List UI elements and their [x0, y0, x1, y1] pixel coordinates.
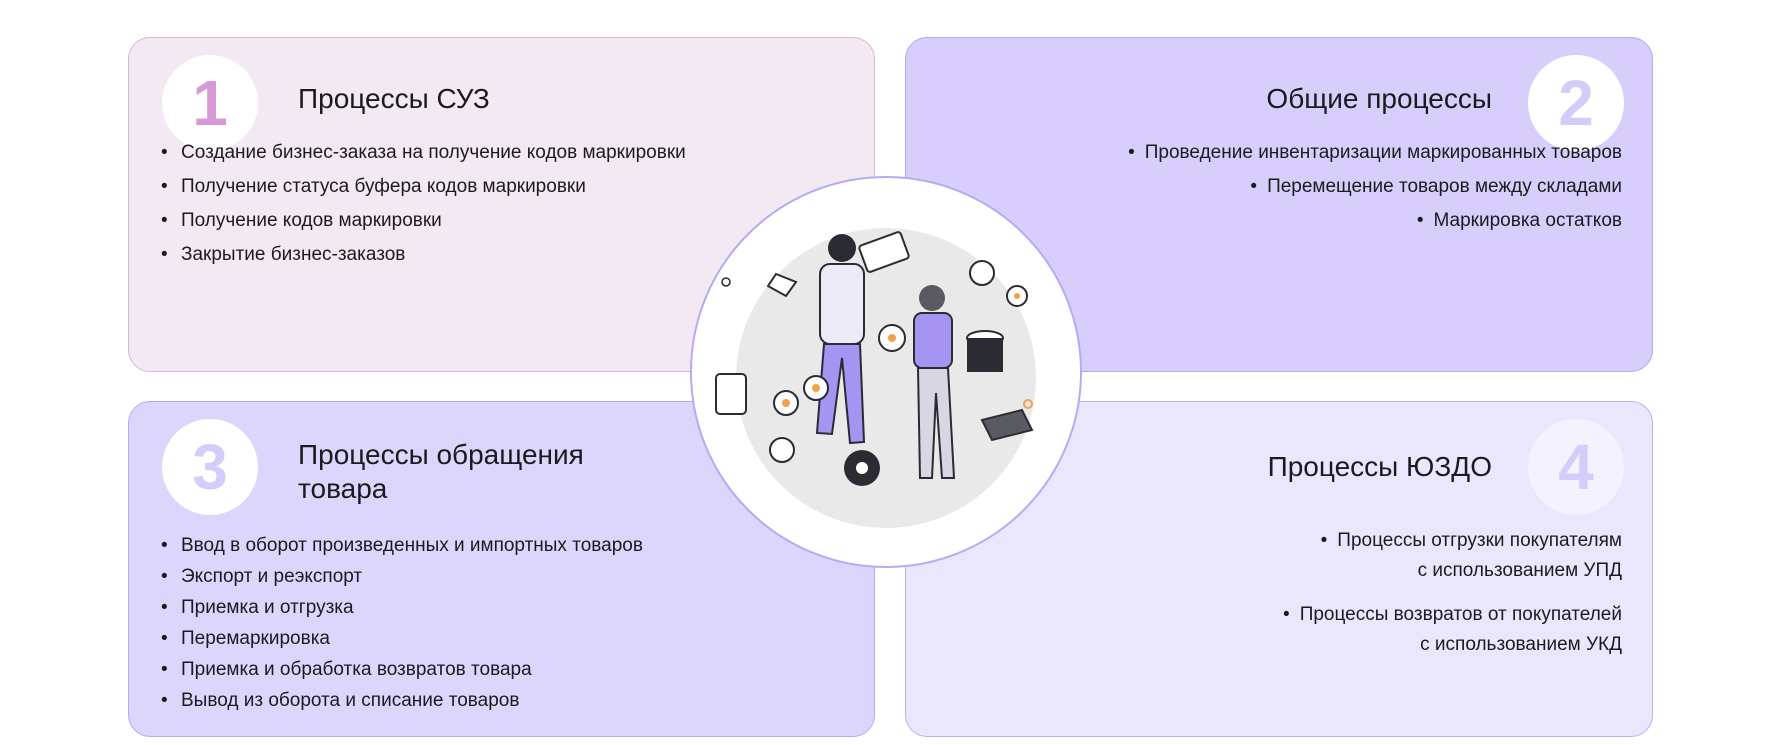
title-line: Процессы обращения: [298, 439, 584, 470]
process-list: Процессы отгрузки покупателям с использов…: [1283, 526, 1622, 660]
number-badge: 1: [162, 55, 258, 151]
list-item: Ввод в оборот произведенных и импортных …: [161, 530, 643, 561]
number-text: 4: [1558, 431, 1594, 503]
quadrant-title: Общие процессы: [1266, 83, 1492, 114]
quadrant-suz: 1 Процессы СУЗ Создание бизнес-заказа на…: [128, 37, 875, 372]
title-line: товара: [298, 473, 388, 504]
people-network-illustration: [715, 228, 1036, 528]
center-illustration: [690, 176, 1082, 568]
number-badge: 3: [162, 419, 258, 515]
number-badge: 2: [1528, 55, 1624, 151]
quadrant-title: Процессы СУЗ: [298, 83, 490, 114]
list-item: Получение статуса буфера кодов маркировк…: [161, 170, 686, 204]
list-item: Получение кодов маркировки: [161, 204, 686, 238]
process-list: Проведение инвентаризации маркированных …: [1128, 136, 1622, 238]
quadrant-general: 2 Общие процессы Проведение инвентаризац…: [905, 37, 1653, 372]
process-list: Ввод в оборот произведенных и импортных …: [161, 530, 643, 716]
item-line: с использованием УПД: [1417, 560, 1622, 581]
quadrant-title: Процессы обращения товара: [298, 438, 584, 506]
number-badge: 4: [1528, 419, 1624, 515]
item-line: Процессы отгрузки покупателям: [1337, 530, 1622, 551]
list-item: Создание бизнес-заказа на получение кодо…: [161, 136, 686, 170]
list-item: Процессы отгрузки покупателям с использов…: [1283, 526, 1622, 586]
quadrant-title: Процессы ЮЗДО: [1267, 451, 1492, 482]
list-item: Перемаркировка: [161, 623, 643, 654]
list-item: Перемещение товаров между складами: [1128, 170, 1622, 204]
list-item: Приемка и обработка возвратов товара: [161, 654, 643, 685]
process-list: Создание бизнес-заказа на получение кодо…: [161, 136, 686, 272]
list-item: Приемка и отгрузка: [161, 592, 643, 623]
list-item: Вывод из оборота и списание товаров: [161, 685, 643, 716]
list-item: Закрытие бизнес-заказов: [161, 238, 686, 272]
list-item: Проведение инвентаризации маркированных …: [1128, 136, 1622, 170]
list-item: Процессы возвратов от покупателей с испол…: [1283, 600, 1622, 660]
list-item: Маркировка остатков: [1128, 204, 1623, 238]
item-line: Процессы возвратов от покупателей: [1299, 604, 1622, 625]
list-item: Экспорт и реэкспорт: [161, 561, 643, 592]
item-line: с использованием УКД: [1420, 634, 1622, 655]
